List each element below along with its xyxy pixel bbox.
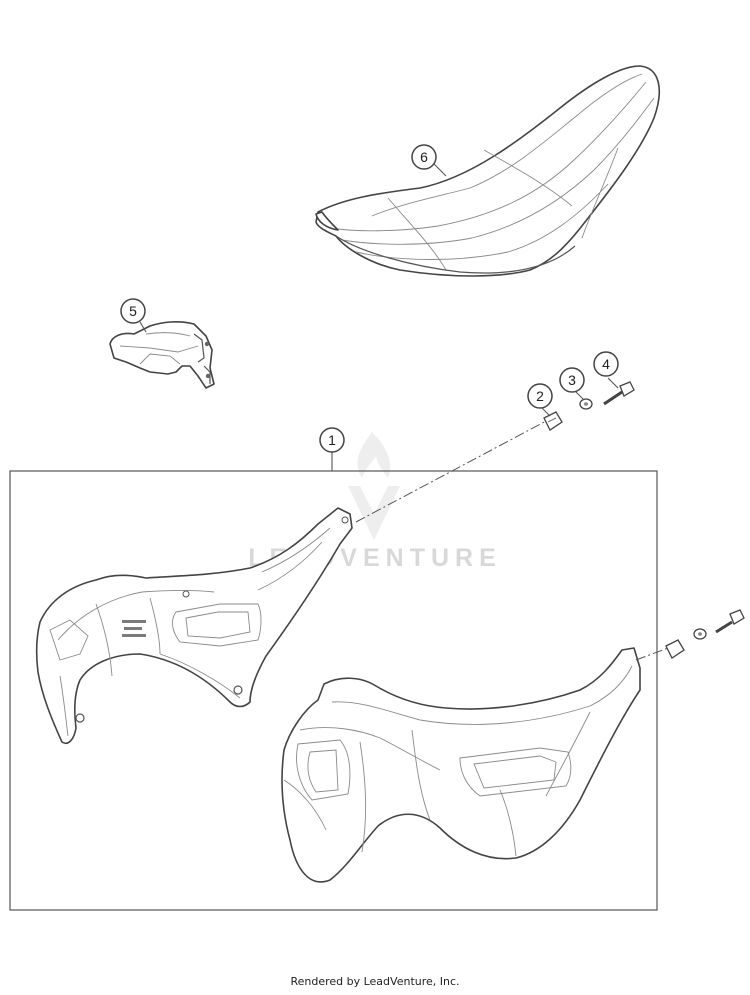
part-seat — [315, 65, 661, 277]
flame-logo-icon — [348, 432, 400, 540]
callout-3: 3 — [559, 367, 585, 393]
part-bolt — [603, 381, 635, 407]
callout-2-label: 2 — [536, 388, 544, 404]
part-clip-nut-lower — [665, 639, 685, 659]
part-bolt-lower — [715, 609, 745, 634]
callout-4-label: 4 — [602, 356, 610, 372]
callout-4: 4 — [593, 351, 619, 377]
hardware-upper — [355, 377, 635, 523]
part-bracket — [109, 321, 215, 389]
callout-6-label: 6 — [420, 149, 428, 165]
kit-frame — [9, 470, 658, 911]
callout-1: 1 — [319, 427, 345, 471]
callout-3-label: 3 — [568, 372, 576, 388]
callout-5: 5 — [120, 298, 147, 333]
part-washer — [579, 398, 593, 410]
part-washer-lower — [693, 628, 707, 640]
part-side-cover-left — [35, 507, 353, 744]
callout-2: 2 — [527, 383, 553, 409]
hardware-lower — [635, 609, 745, 661]
callout-5-label: 5 — [129, 303, 137, 319]
part-side-cover-right — [281, 647, 641, 883]
callout-6: 6 — [411, 144, 447, 177]
footer-credit: Rendered by LeadVenture, Inc. — [290, 975, 460, 988]
part-clip-nut — [543, 411, 563, 431]
callout-1-label: 1 — [328, 432, 336, 448]
